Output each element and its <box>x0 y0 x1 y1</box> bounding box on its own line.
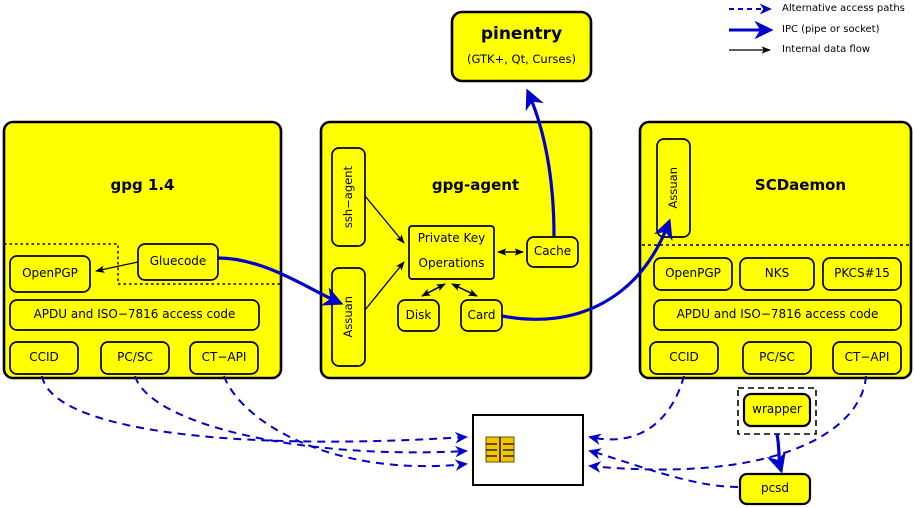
pinentry-box-shape <box>450 10 593 83</box>
ipc-cache-to-pinentry <box>525 88 556 237</box>
gpg-dotted-region <box>4 243 281 285</box>
wrapper-box-shape <box>742 392 812 428</box>
alt-gpg-ccid-to-card <box>41 375 468 444</box>
ctapi-box-shape-gpg <box>189 341 259 375</box>
arrow-disk-to-pko <box>421 283 446 297</box>
alt-access-paths <box>41 375 867 488</box>
assuan-box-shape-agent <box>331 267 366 367</box>
arrow-gluecode-to-openpgp <box>94 261 139 273</box>
openpgp-box-shape-scd <box>653 257 733 291</box>
alt-gpg-ctapi-to-card <box>223 375 468 471</box>
arrow-ssh-agent-to-pko <box>364 195 405 244</box>
pcsc-box-shape-scd <box>742 341 812 375</box>
alt-gpg-pcsc-to-card <box>134 375 468 458</box>
gluecode-box-shape <box>137 243 219 281</box>
legend-label-ipc: IPC (pipe or socket) <box>782 24 880 35</box>
smartcard-chip-icon <box>485 436 515 463</box>
private-key-ops-box-shape <box>408 225 495 280</box>
ccid-box-shape-scd <box>649 341 719 375</box>
arrow-assuan-to-pko <box>364 261 405 311</box>
assuan-box-shape-scd <box>656 138 691 238</box>
ccid-box-shape-gpg <box>9 341 79 375</box>
ipc-arrows <box>217 88 786 474</box>
pkcs15-box-shape <box>822 257 902 291</box>
nks-box-shape <box>739 257 815 291</box>
apdu-box-shape-scd <box>653 299 902 331</box>
ssh-agent-box-shape <box>331 147 366 247</box>
pcsd-box-shape <box>738 472 812 506</box>
alt-scd-ctapi-to-card <box>588 375 867 473</box>
openpgp-box-shape-gpg <box>9 255 91 293</box>
legend-label-internal-data-flow: Internal data flow <box>782 44 871 55</box>
cache-box-shape <box>526 236 579 268</box>
legend-samples <box>729 3 774 54</box>
card-box-shape <box>460 299 503 332</box>
internal-flow-arrows <box>94 195 525 311</box>
ctapi-box-shape-scd <box>832 341 902 375</box>
alt-scd-ccid-to-card <box>588 375 685 445</box>
disk-box-shape <box>397 299 440 332</box>
ipc-wrapper-to-pcsd <box>766 433 786 474</box>
apdu-box-shape-gpg <box>9 299 260 331</box>
pcsc-box-shape-gpg <box>100 341 170 375</box>
ipc-card-to-scdaemon-assuan <box>501 218 673 321</box>
alt-pcsd-to-card <box>588 448 739 488</box>
arrow-card-to-pko <box>451 283 478 297</box>
legend-label-alt-access-paths: Alternative access paths <box>782 3 905 14</box>
ipc-gluecode-to-agent-assuan <box>217 256 344 306</box>
